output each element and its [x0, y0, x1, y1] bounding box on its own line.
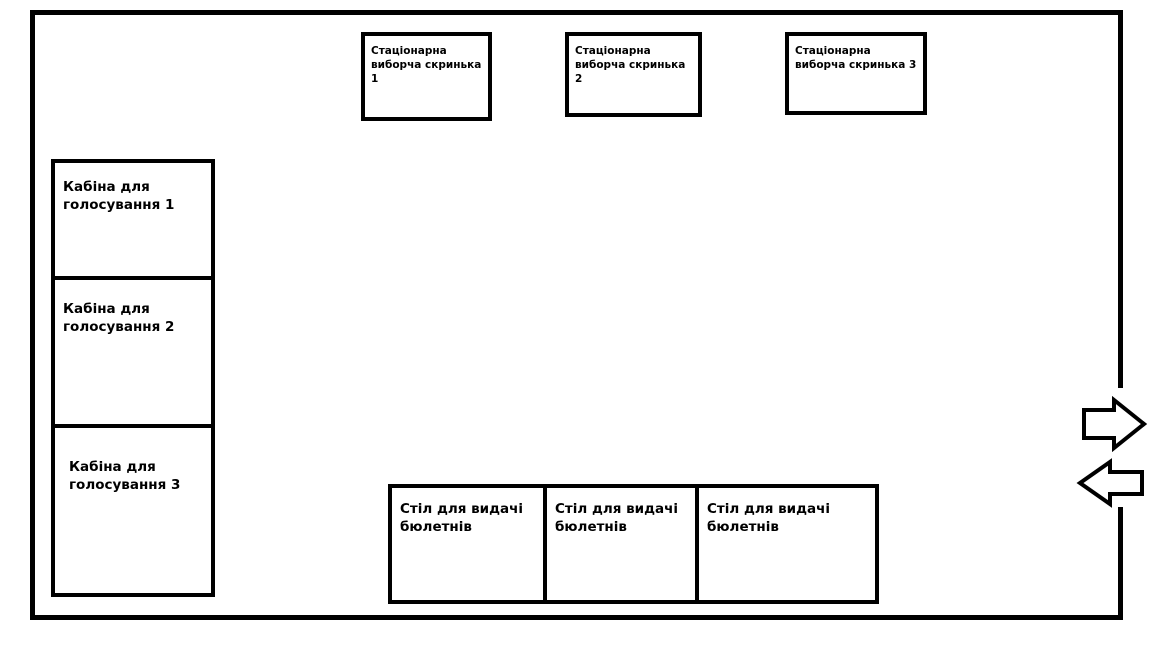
voting-booth-1: Кабіна для голосування 1: [51, 159, 215, 280]
ballot-box-label: Стаціонарна виборча скринька 1: [371, 45, 482, 86]
ballot-table-1: Стіл для видачі бюлетнів: [388, 484, 547, 604]
room-wall-top: [30, 10, 1123, 15]
room-wall-bottom: [30, 615, 1123, 620]
room-wall-right-upper: [1118, 10, 1123, 388]
voting-booth-3: Кабіна для голосування 3: [51, 424, 215, 597]
ballot-box-2: Стаціонарна виборча скринька 2: [565, 32, 702, 117]
voting-booth-label: Кабіна для голосування 1: [63, 179, 175, 214]
arrow-left-icon: [1076, 458, 1144, 508]
room-wall-right-lower: [1118, 507, 1123, 620]
ballot-table-label: Стіл для видачі бюлетнів: [400, 501, 524, 536]
ballot-table-2: Стіл для видачі бюлетнів: [543, 484, 699, 604]
ballot-table-3: Стіл для видачі бюлетнів: [695, 484, 879, 604]
ballot-table-label: Стіл для видачі бюлетнів: [707, 501, 831, 536]
voting-booth-label: Кабіна для голосування 3: [69, 459, 181, 494]
ballot-box-3: Стаціонарна виборча скринька 3: [785, 32, 927, 115]
voting-booth-label: Кабіна для голосування 2: [63, 301, 175, 336]
ballot-box-label: Стаціонарна виборча скринька 2: [575, 45, 686, 86]
ballot-table-label: Стіл для видачі бюлетнів: [555, 501, 679, 536]
ballot-box-1: Стаціонарна виборча скринька 1: [361, 32, 492, 121]
room-wall-left: [30, 10, 35, 620]
arrow-right-icon: [1082, 396, 1148, 452]
voting-booth-2: Кабіна для голосування 2: [51, 276, 215, 428]
ballot-box-label: Стаціонарна виборча скринька 3: [795, 45, 917, 72]
